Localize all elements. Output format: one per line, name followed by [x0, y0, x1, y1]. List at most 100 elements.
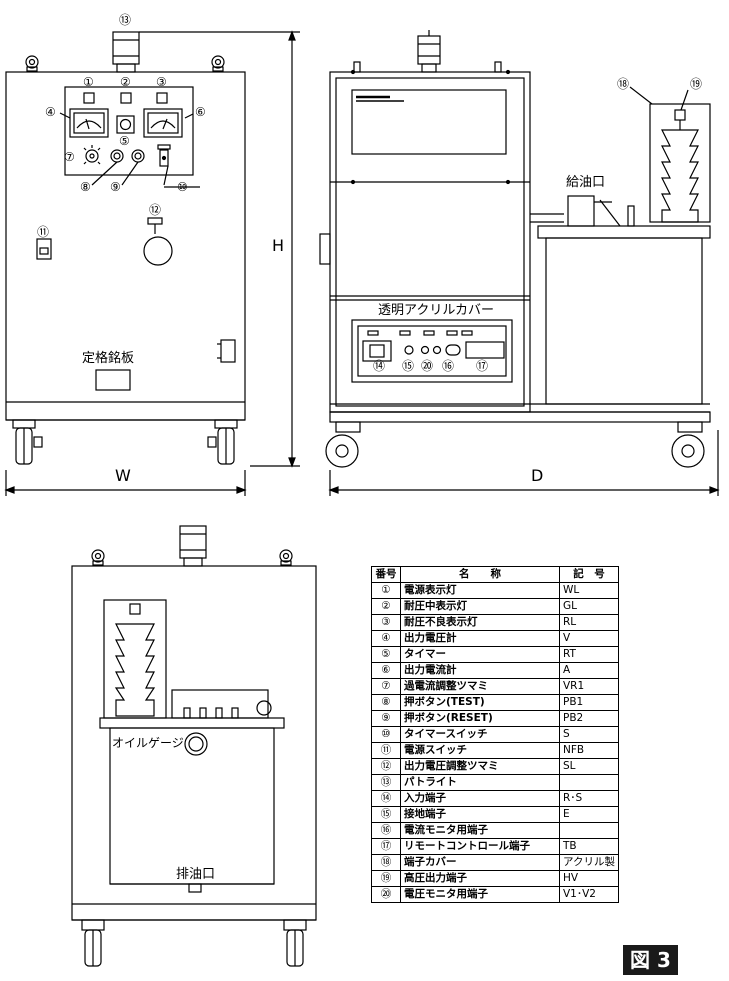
part-name: 電流モニタ用端子: [400, 822, 560, 839]
part-number: ⑨: [371, 710, 401, 727]
side-view: [319, 30, 720, 496]
patlite-icon: [112, 31, 140, 73]
test-button-icon: [110, 149, 124, 163]
part-number: ⑥: [371, 662, 401, 679]
part-symbol: E: [559, 806, 619, 823]
part-name: 端子カバー: [400, 854, 560, 871]
part-name: タイマースイッチ: [400, 726, 560, 743]
part-symbol: アクリル製: [559, 854, 619, 871]
part-symbol: RT: [559, 646, 619, 663]
callout-13: ⑬: [119, 13, 132, 27]
part-number: ⑤: [371, 646, 401, 663]
part-number: ⑩: [371, 726, 401, 743]
callout-12: ⑫: [149, 203, 162, 217]
part-number: ⑬: [371, 774, 401, 791]
callout-10: ⑩: [177, 180, 188, 194]
part-symbol: PB2: [559, 710, 619, 727]
part-name: 押ボタン(TEST): [400, 694, 560, 711]
earth-terminal-icon: [404, 345, 414, 355]
part-symbol: HV: [559, 870, 619, 887]
oil-drain-label: 排油口: [176, 867, 216, 882]
part-number: ⑫: [371, 758, 401, 775]
timer-switch-icon: [157, 144, 171, 167]
remote-terminal-icon: [465, 341, 505, 359]
callout-18: ⑱: [617, 77, 630, 91]
part-number: ⑱: [371, 854, 401, 871]
header-name: 名 称: [400, 566, 560, 583]
callout-3: ③: [156, 75, 167, 89]
part-name: 電源スイッチ: [400, 742, 560, 759]
part-symbol: V1･V2: [559, 886, 619, 903]
reset-button-icon: [131, 149, 145, 163]
callout-8: ⑧: [80, 180, 91, 194]
part-name: 耐圧中表示灯: [400, 598, 560, 615]
part-number: ⑭: [371, 790, 401, 807]
oil-gauge-label: オイルゲージ: [112, 736, 184, 750]
callout-1: ①: [83, 75, 94, 89]
part-number: ⑧: [371, 694, 401, 711]
part-name: 出力電圧調整ツマミ: [400, 758, 560, 775]
voltage-knob-icon: [143, 217, 173, 266]
callout-15: ⑮: [402, 359, 415, 373]
part-name: 接地端子: [400, 806, 560, 823]
input-terminal-icon: [362, 340, 392, 362]
table-header-row: 番号 名 称 記 号: [371, 566, 619, 583]
header-number: 番号: [371, 566, 401, 583]
header-symbol: 記 号: [559, 566, 619, 583]
part-number: ④: [371, 630, 401, 647]
part-name: リモートコントロール端子: [400, 838, 560, 855]
front-view: [4, 30, 300, 496]
callout-19: ⑲: [690, 77, 703, 91]
callout-6: ⑥: [195, 105, 206, 119]
callout-2: ②: [120, 75, 131, 89]
part-name: 押ボタン(RESET): [400, 710, 560, 727]
callout-9: ⑨: [110, 180, 121, 194]
ammeter-icon: [143, 108, 183, 138]
part-symbol: GL: [559, 598, 619, 615]
part-name: 入力端子: [400, 790, 560, 807]
callout-14: ⑭: [373, 359, 386, 373]
height-dimension-label: H: [272, 236, 285, 255]
part-symbol: S: [559, 726, 619, 743]
part-symbol: [559, 774, 619, 791]
part-number: ②: [371, 598, 401, 615]
timer-icon: [116, 115, 135, 134]
overcurrent-knob-icon: [83, 145, 101, 165]
part-number: ①: [371, 582, 401, 599]
part-name: パトライト: [400, 774, 560, 791]
part-number: ⑪: [371, 742, 401, 759]
part-symbol: WL: [559, 582, 619, 599]
callout-16: ⑯: [442, 359, 455, 373]
oil-gauge-icon: [184, 732, 208, 756]
callout-4: ④: [45, 105, 56, 119]
part-number: ⑳: [371, 886, 401, 903]
callout-5: ⑤: [119, 134, 130, 148]
bushing-icon: [661, 109, 699, 223]
callout-11: ⑪: [37, 225, 50, 239]
part-name: 出力電圧計: [400, 630, 560, 647]
callout-20: ⑳: [421, 359, 434, 373]
part-symbol: R･S: [559, 790, 619, 807]
callout-7: ⑦: [64, 150, 75, 164]
part-number: ⑮: [371, 806, 401, 823]
oil-inlet-icon: [567, 195, 595, 227]
front-casters: [12, 419, 238, 465]
part-symbol: VR1: [559, 678, 619, 695]
part-symbol: TB: [559, 838, 619, 855]
width-dimension-label: W: [115, 466, 131, 485]
part-name: 出力電流計: [400, 662, 560, 679]
